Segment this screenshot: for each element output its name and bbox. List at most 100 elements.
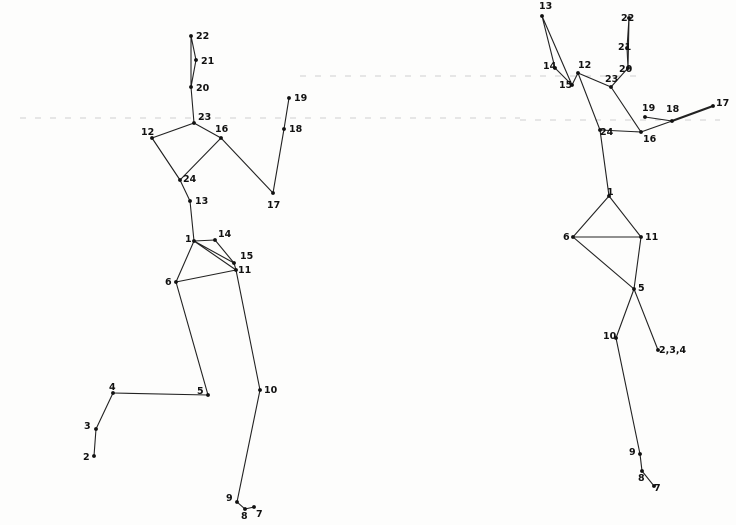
bone-left-22-21	[190, 35, 197, 61]
joint-label-right-20: 20	[619, 64, 633, 75]
joint-left-15	[232, 261, 236, 265]
joint-label-left-23: 23	[198, 112, 211, 123]
bone-left-10-9	[236, 389, 261, 503]
joint-label-left-17: 17	[267, 200, 280, 211]
joint-label-left-4: 4	[109, 382, 116, 393]
joint-label-left-20: 20	[196, 83, 210, 94]
joint-left-9	[235, 500, 239, 504]
bone-right-9-8	[639, 453, 643, 472]
bone-left-3-2	[93, 428, 97, 457]
joint-right-24	[598, 128, 602, 132]
joint-right-5	[632, 287, 636, 291]
joint-right-16	[639, 130, 643, 134]
bone-left-23-16	[193, 122, 222, 139]
joint-right-11	[639, 235, 643, 239]
bone-right-22-20	[627, 17, 630, 69]
joint-label-left-10: 10	[264, 385, 278, 396]
joint-label-right-14: 14	[543, 61, 557, 72]
bone-right-8-7	[641, 470, 655, 487]
joint-label-left-12: 12	[141, 127, 154, 138]
joint-left-13	[188, 199, 192, 203]
joint-label-left-6: 6	[165, 277, 172, 288]
joint-left-21	[194, 58, 198, 62]
bone-right-1-11	[608, 195, 642, 238]
joint-label-left-3: 3	[84, 421, 91, 432]
bone-left-5-4	[112, 392, 209, 396]
joint-right-9	[638, 452, 642, 456]
joint-label-left-19: 19	[294, 93, 307, 104]
joint-right-6	[571, 235, 575, 239]
joint-right-1	[607, 194, 611, 198]
joint-left-8	[243, 507, 247, 511]
joint-left-23	[192, 121, 196, 125]
joint-right-12	[576, 71, 580, 75]
bone-right-11-5	[633, 236, 642, 290]
bone-right-12-23	[577, 72, 612, 88]
joint-left-17	[271, 191, 275, 195]
bone-right-13-15	[541, 15, 573, 86]
bone-left-24-13	[179, 179, 191, 202]
bone-right-24-1	[599, 129, 610, 197]
bone-right-20-23	[610, 67, 629, 88]
joint-label-right-19: 19	[642, 103, 655, 114]
joint-left-12	[150, 136, 154, 140]
joint-label-left-18: 18	[289, 124, 303, 135]
joint-label-right-23: 23	[605, 74, 618, 85]
joint-right-15	[570, 83, 574, 87]
bone-left-18-19	[283, 97, 290, 130]
joint-left-1	[192, 239, 196, 243]
bone-right-12-24	[577, 72, 601, 131]
bone-left-14-15	[214, 239, 235, 264]
bone-left-6-11	[175, 269, 237, 283]
bone-right-16-18	[640, 120, 673, 133]
joint-left-3	[94, 427, 98, 431]
bone-left-1-11	[193, 240, 237, 271]
joint-label-right-7: 7	[654, 483, 661, 494]
bone-right-24-16	[599, 129, 642, 133]
joint-label-right-18: 18	[666, 104, 680, 115]
joint-label-left-13: 13	[195, 196, 208, 207]
bone-left-16-24	[179, 137, 222, 181]
joint-left-14	[213, 238, 217, 242]
joint-left-7	[252, 505, 256, 509]
joint-label-right-13: 13	[539, 1, 552, 12]
joint-right-23	[609, 85, 613, 89]
bone-left-17-18	[272, 128, 285, 194]
bone-right-1-6	[572, 195, 610, 238]
joint-label-right-6: 6	[563, 232, 570, 243]
joint-right-21	[625, 46, 629, 50]
bone-right-18-17	[670, 104, 715, 123]
joint-label-right-1: 1	[607, 187, 614, 198]
bone-right-10-9	[615, 337, 641, 455]
joint-label-right-21: 21	[618, 42, 631, 53]
joint-left-5	[206, 393, 210, 397]
joint-label-right-8: 8	[638, 473, 645, 484]
bone-right-5-234	[633, 288, 659, 351]
joint-label-right-11: 11	[645, 232, 658, 243]
joint-right-7	[652, 484, 656, 488]
joint-label-left-24: 24	[183, 174, 197, 185]
bone-left-4-3	[95, 392, 114, 430]
joint-right-234	[656, 348, 660, 352]
joint-label-right-5: 5	[638, 283, 645, 294]
joint-left-24	[178, 178, 182, 182]
bone-left-20-23	[190, 86, 195, 124]
bone-right-14-15	[554, 67, 573, 86]
joint-label-left-22: 22	[196, 31, 209, 42]
joint-label-left-7: 7	[256, 509, 263, 520]
joint-label-right-10: 10	[603, 331, 617, 342]
joint-right-22	[627, 16, 631, 20]
joint-right-18	[670, 119, 674, 123]
joint-label-left-5: 5	[197, 386, 204, 397]
paper-smudges	[20, 75, 720, 121]
bone-left-1-15	[193, 240, 235, 264]
joint-right-10	[614, 336, 618, 340]
bone-left-23-12	[151, 122, 195, 139]
bone-left-1-14	[193, 239, 216, 242]
bone-left-12-24	[151, 137, 181, 181]
joint-label-left-21: 21	[201, 56, 214, 67]
